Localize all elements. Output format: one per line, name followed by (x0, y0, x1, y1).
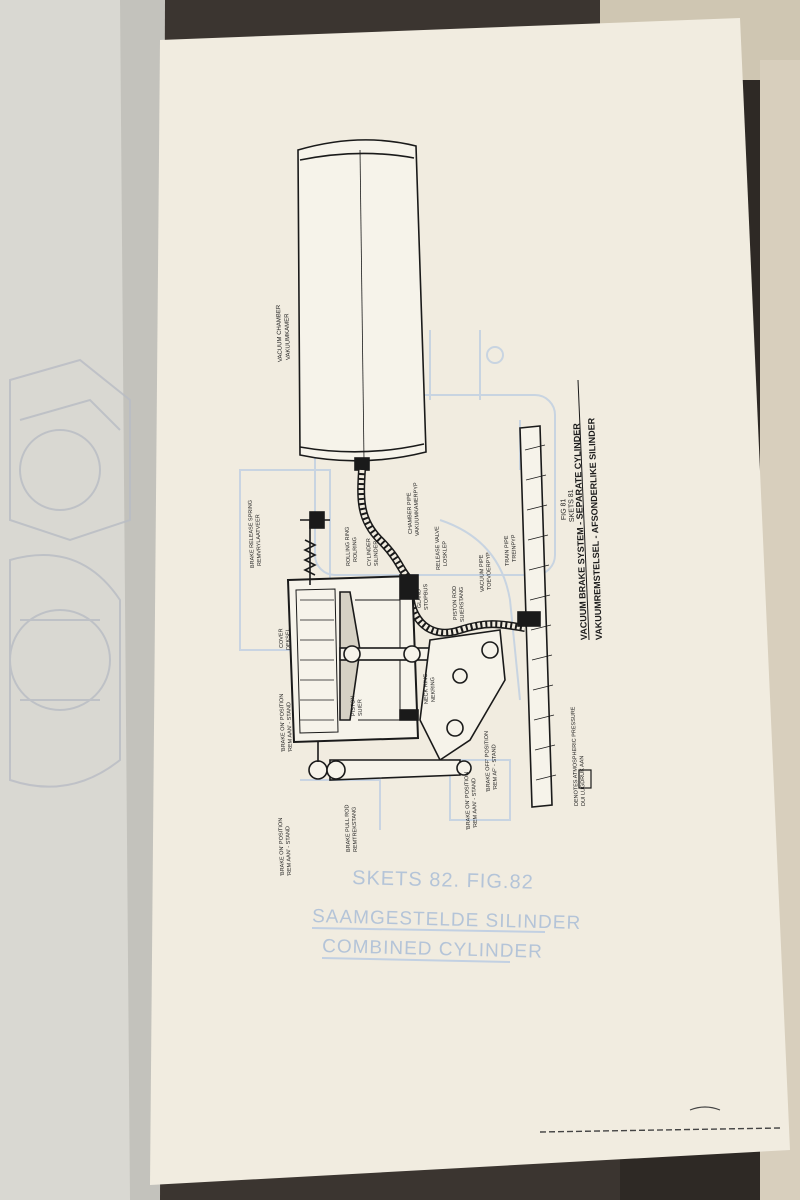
figure-number-af: SKETS 81 (568, 489, 576, 522)
label-vacuum-chamber: VACUUM CHAMBER (276, 304, 284, 362)
label-vacuum-pipe: VACUUM PIPE (479, 554, 486, 592)
train-pipe (517, 425, 557, 808)
label-brake-pull-rod: BRAKE PULL ROD (344, 804, 352, 852)
legend-box (578, 769, 592, 789)
label-vacuum-chamber-af: VAKUUMKAMER (284, 313, 292, 360)
label-train-pipe-af: TREINPYP (511, 534, 518, 562)
label-piston-rod: PISTON ROD (452, 586, 459, 620)
label-train-pipe: TRAIN PIPE (504, 535, 511, 566)
label-brake-on-top: 'BRAKE ON' POSITION (279, 694, 287, 753)
label-brake-on-lower: 'BRAKE ON' POSITION (278, 818, 286, 877)
label-vacuum-pipe-af: TOEVOERPYP (486, 552, 493, 590)
label-piston: PISTON (350, 696, 357, 717)
left-page (0, 0, 160, 1200)
figure-number: FIG 81 (560, 498, 568, 520)
label-cylinder: CYLINDER (366, 538, 373, 566)
label-brake-pull-rod-af: REMTREKSTANG (351, 807, 359, 853)
label-rolling-ring: ROLLING RING (345, 527, 352, 567)
label-cover-af: DEKSEL (285, 628, 292, 650)
label-neck-ring-af: NEKRING (430, 677, 437, 702)
right-page (150, 18, 790, 1185)
label-brake-off-af: 'REM AF' - STAND (491, 744, 499, 790)
label-cover: COVER (278, 628, 285, 648)
ghost-line-1: SKETS 82. FIG.82 (352, 867, 534, 894)
label-brake-on-bottom-af: 'REM AAN' - STAND (471, 778, 479, 828)
diagram (286, 139, 592, 808)
label-brake-on-top-af: 'REM AAN' - STAND (286, 702, 294, 752)
piston-rod-linkage (308, 629, 506, 781)
label-piston-af: SUIER (357, 699, 364, 716)
left-page-ghost-drawing (9, 358, 131, 788)
label-brake-on-bottom: 'BRAKE ON' POSITION (464, 772, 472, 831)
label-brake-release-spring: BRAKE RELEASE SPRING (248, 500, 256, 568)
legend-text-af: DUI LUGDRUK AAN (579, 756, 587, 807)
vacuum-chamber (297, 139, 427, 471)
label-brake-off: 'BRAKE OFF' POSITION (484, 731, 492, 792)
label-release-valve: RELEASE VALVE (434, 526, 442, 570)
page-edge-mark (539, 1127, 781, 1133)
ghost-underline-3 (321, 957, 511, 963)
ghost-underline-2 (311, 927, 546, 933)
pencil-mark (689, 1106, 721, 1111)
label-chamber-pipe: CHAMBER PIPE (407, 492, 414, 534)
caption-en-underline (577, 379, 590, 641)
label-chamber-pipe-af: VAKUUMKAMERPYP (413, 482, 421, 536)
label-gland: GLAND (416, 589, 423, 608)
legend-text: DENOTES ATMOSPHERIC PRESSURE (571, 706, 580, 806)
diagram-labels: VACUUM CHAMBER VAKUUMKAMER BRAKE RELEASE… (248, 304, 587, 876)
label-rolling-ring-af: ROLRING (352, 537, 359, 562)
label-neck-ring: NECK RING (423, 673, 430, 704)
label-gland-af: STOPBUS (423, 583, 430, 610)
brake-release-spring (300, 511, 330, 585)
label-release-valve-af: LOSKLEP (442, 541, 449, 567)
label-cylinder-af: SILINDER (373, 541, 380, 567)
label-brake-on-lower-af: 'REM AAN' - STAND (285, 826, 293, 876)
label-piston-rod-af: SUIERSTANG (459, 587, 466, 623)
label-brake-release-spring-af: REMVRYLAATVEER (255, 514, 263, 566)
